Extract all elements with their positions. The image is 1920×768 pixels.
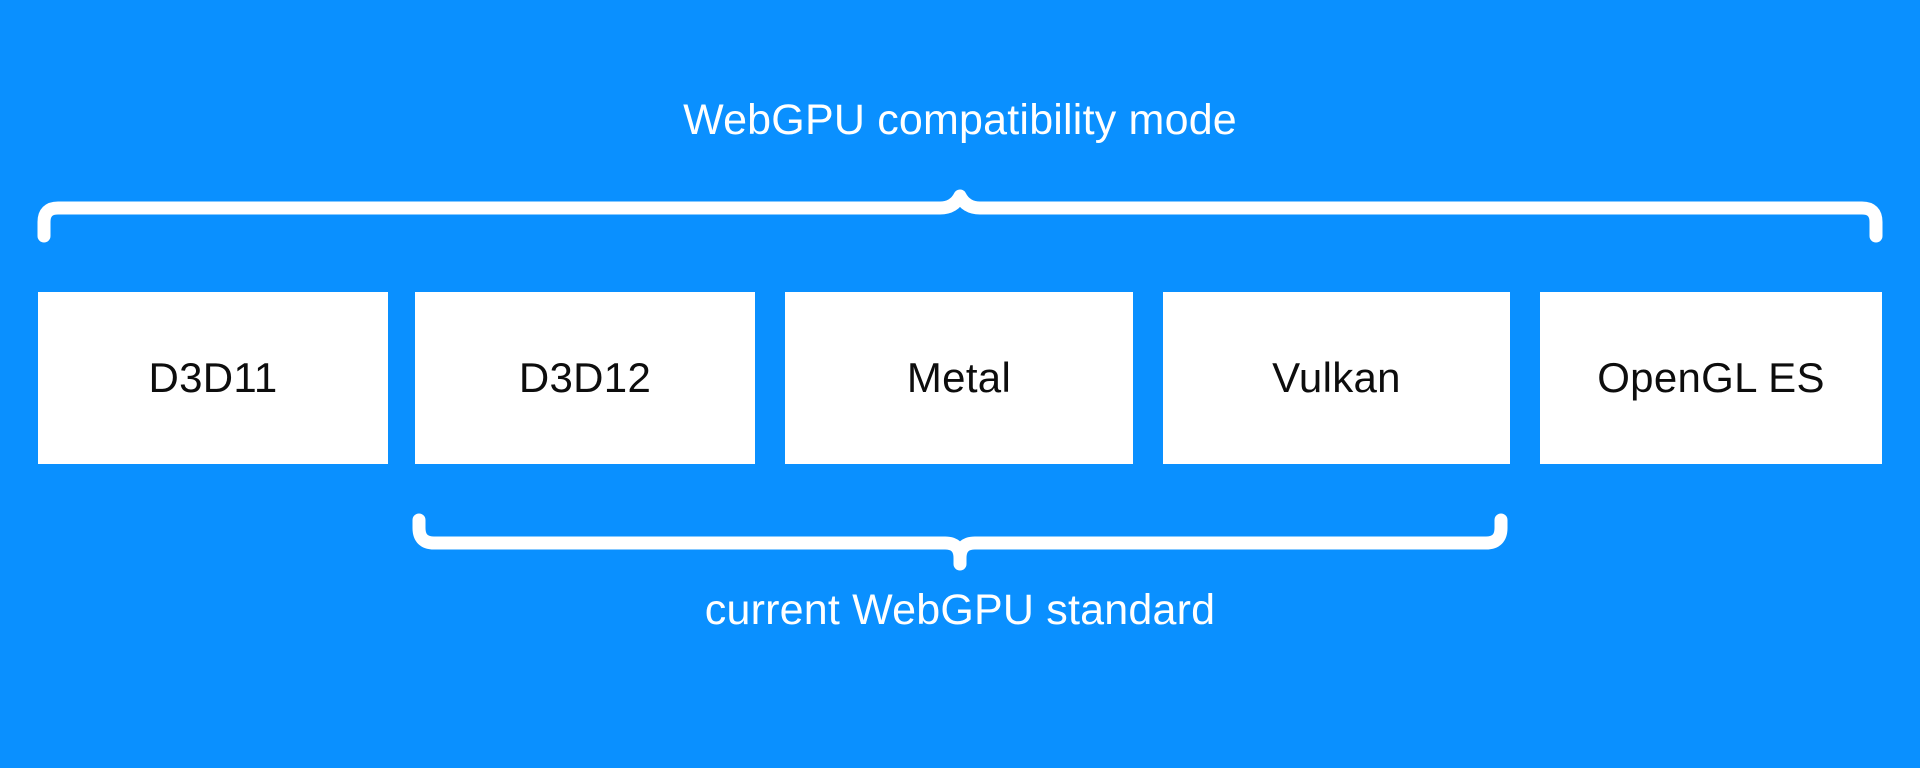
top-brace-icon [37,189,1883,243]
api-box-vulkan: Vulkan [1163,292,1510,464]
bottom-brace-icon [412,513,1508,571]
api-box-label: Vulkan [1272,354,1401,401]
api-box-opengl-es: OpenGL ES [1540,292,1882,464]
bottom-group-label: current WebGPU standard [704,586,1216,634]
api-box-label: D3D12 [518,354,652,401]
api-box-label: D3D11 [148,354,278,401]
api-box-label: Metal [906,354,1012,401]
api-box-row: D3D11 D3D12 Metal Vulkan OpenGL ES [0,292,1920,464]
api-box-d3d12: D3D12 [415,292,755,464]
api-box-label: OpenGL ES [1597,354,1825,401]
api-box-metal: Metal [785,292,1133,464]
top-group-label: WebGPU compatibility mode [683,96,1237,144]
api-box-d3d11: D3D11 [38,292,388,464]
